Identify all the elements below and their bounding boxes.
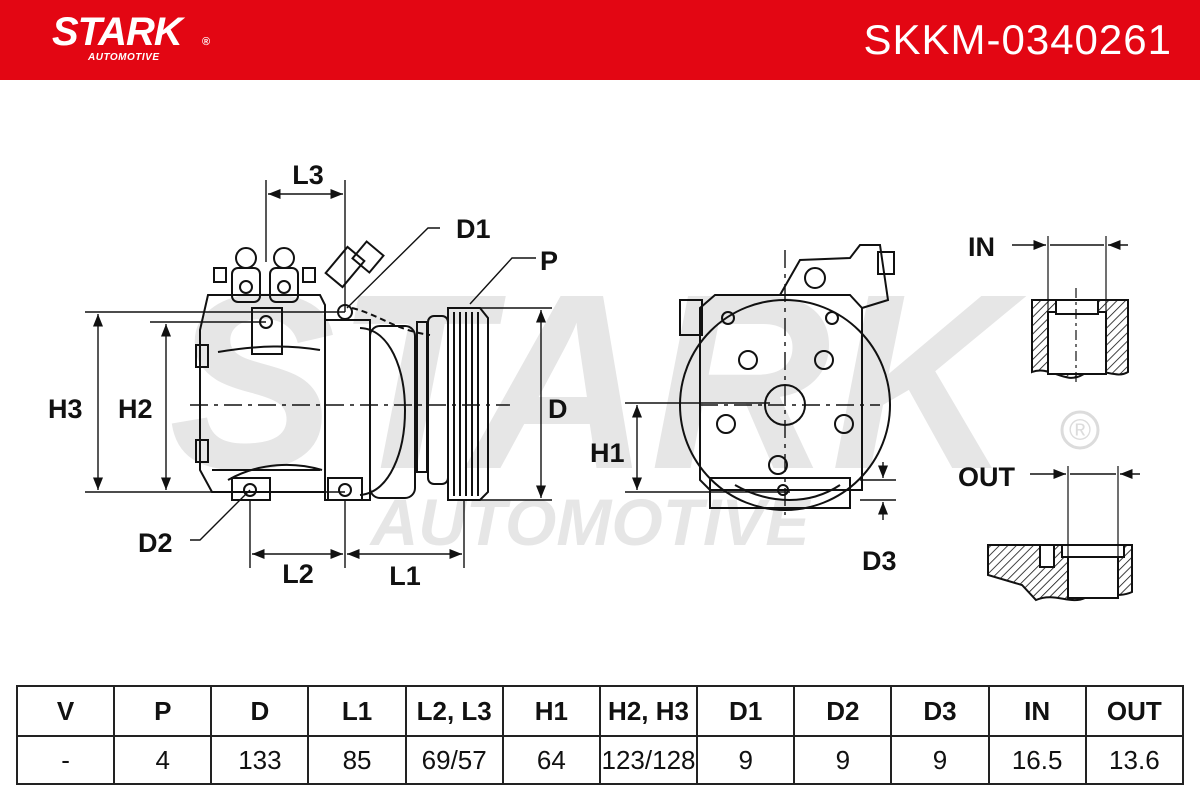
spec-header: D2 (793, 685, 893, 737)
spec-value: 9 (890, 735, 990, 785)
in-port-section (1012, 236, 1129, 386)
spec-value: 123/128 (598, 735, 699, 785)
label-h2: H2 (118, 394, 153, 424)
side-view-dimensions (85, 180, 552, 568)
label-d1: D1 (456, 214, 491, 244)
spec-value: 4 (113, 735, 213, 785)
specs-table: V P D L1 L2, L3 H1 H2, H3 D1 D2 D3 IN OU… (15, 685, 1185, 785)
label-out: OUT (958, 462, 1016, 492)
part-number: SKKM-0340261 (863, 16, 1172, 63)
front-view-dimensions (625, 402, 896, 520)
watermark-subtitle: AUTOMOTIVE (369, 485, 812, 559)
label-l2: L2 (282, 559, 314, 589)
spec-header: H1 (501, 685, 601, 737)
watermark: STARK AUTOMOTIVE ® (169, 242, 1100, 559)
spec-value: 85 (307, 735, 407, 785)
label-d2: D2 (138, 528, 173, 558)
label-h1: H1 (590, 438, 625, 468)
spec-header: IN (987, 685, 1087, 737)
spec-value: 9 (696, 735, 796, 785)
spec-value: 133 (210, 735, 310, 785)
spec-header: OUT (1084, 685, 1185, 737)
dimension-labels: L3 D1 P H3 H2 D D2 L2 L1 H1 D3 IN OUT (48, 160, 1016, 591)
spec-header: D3 (890, 685, 990, 737)
label-in: IN (968, 232, 995, 262)
label-h3: H3 (48, 394, 83, 424)
out-port-section (987, 466, 1140, 602)
spec-header: V (15, 685, 116, 737)
specs-header-row: V P D L1 L2, L3 H1 H2, H3 D1 D2 D3 IN OU… (15, 685, 1185, 737)
label-d3: D3 (862, 546, 897, 576)
spec-header: D1 (696, 685, 796, 737)
header-bar: STARK ® AUTOMOTIVE SKKM-0340261 (0, 0, 1200, 80)
spec-header: H2, H3 (598, 685, 699, 737)
specs-value-row: - 4 133 85 69/57 64 123/128 9 9 9 16.5 1… (15, 735, 1185, 785)
spec-header: L2, L3 (404, 685, 504, 737)
label-l3: L3 (292, 160, 324, 190)
compressor-technical-drawing: STARK AUTOMOTIVE ® (48, 160, 1140, 602)
logo-registered-mark: ® (202, 36, 211, 48)
stark-logo: STARK ® AUTOMOTIVE (52, 10, 210, 64)
logo-brand: STARK (52, 10, 183, 54)
watermark-registered-circle (1060, 410, 1100, 450)
spec-value: 16.5 (987, 735, 1087, 785)
spec-header: D (210, 685, 310, 737)
spec-value: 13.6 (1084, 735, 1185, 785)
label-d: D (548, 394, 568, 424)
label-p: P (540, 246, 558, 276)
spec-value: 69/57 (404, 735, 504, 785)
spec-value: 9 (793, 735, 893, 785)
label-l1: L1 (389, 561, 421, 591)
spec-header: P (113, 685, 213, 737)
spec-value: 64 (501, 735, 601, 785)
watermark-registered-mark: ® (1069, 414, 1091, 447)
spec-value: - (15, 735, 116, 785)
spec-header: L1 (307, 685, 407, 737)
compressor-front-view (679, 244, 895, 515)
logo-subtitle: AUTOMOTIVE (88, 52, 160, 63)
